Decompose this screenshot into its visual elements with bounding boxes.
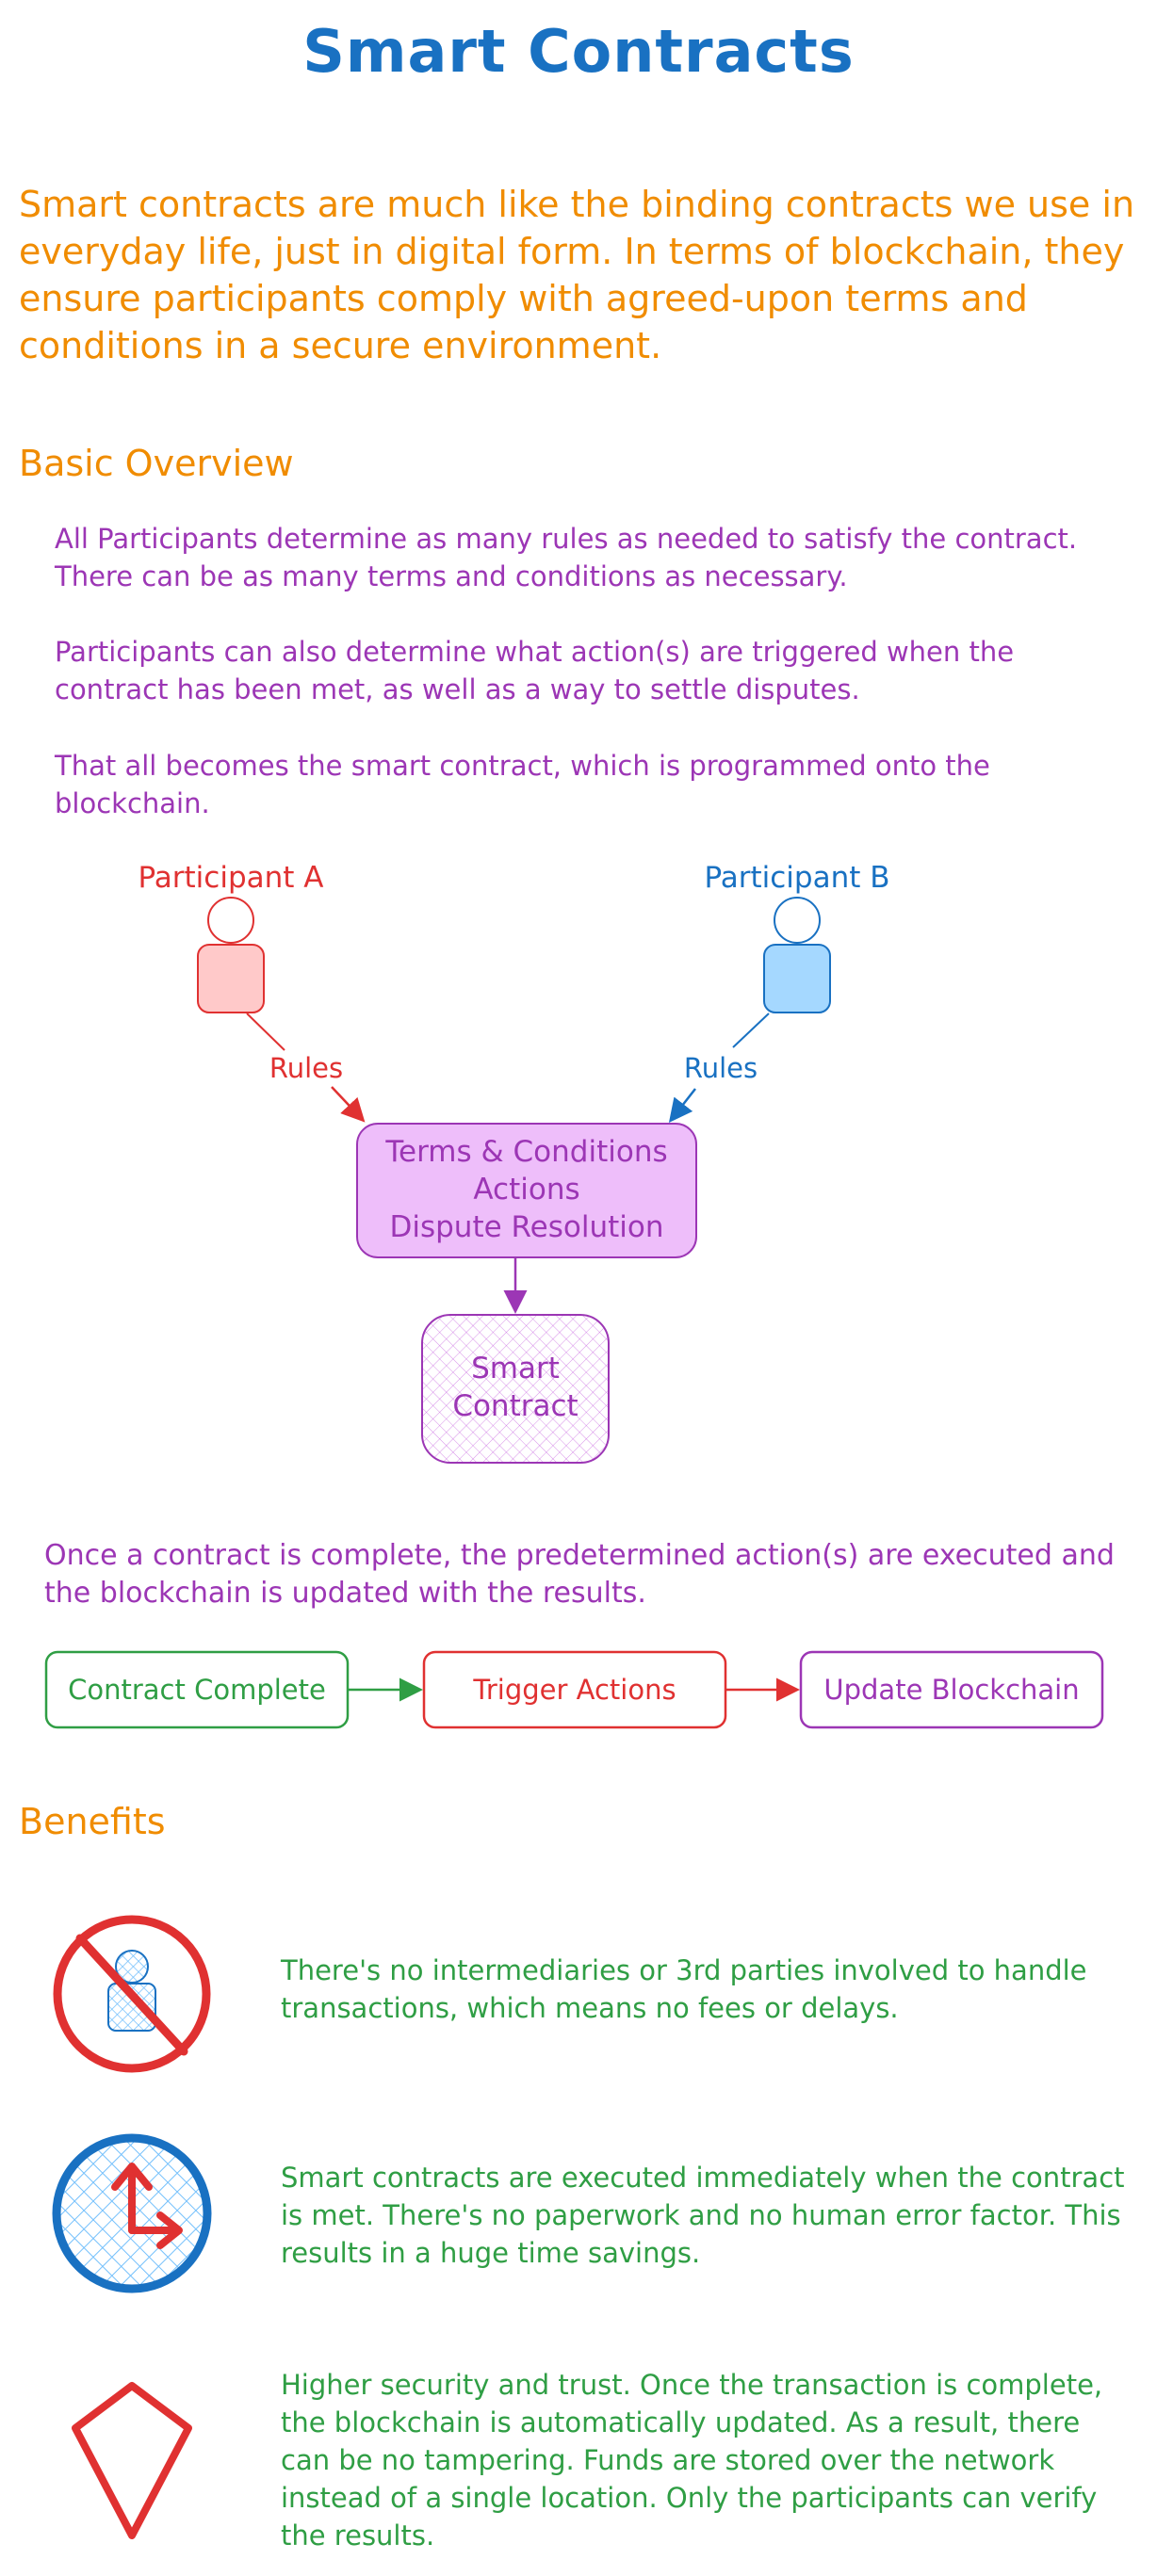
page-title: Smart Contracts — [302, 17, 855, 86]
overview-heading: Basic Overview — [19, 443, 294, 484]
rules-a-label: Rules — [269, 1052, 344, 1084]
flow-box-trigger-actions — [422, 1650, 727, 1729]
contract-line-2: Contract — [452, 1389, 578, 1423]
smart-contract-box — [421, 1314, 610, 1464]
speed-icon — [52, 2133, 212, 2293]
terms-line-3: Dispute Resolution — [389, 1210, 664, 1244]
intro-text: Smart contracts are much like the bindin… — [19, 184, 1135, 366]
rules-arrow-a — [246, 1013, 285, 1051]
participant-b-icon — [763, 897, 831, 1013]
benefits-heading: Benefits — [19, 1801, 166, 1842]
security-diamond-icon — [72, 2382, 192, 2539]
benefit-text-1: There's no intermediaries or 3rd parties… — [281, 1954, 1087, 2024]
overview-paragraph-2: Participants can also determine what act… — [55, 636, 1015, 705]
participant-a-label: Participant A — [138, 861, 324, 895]
participant-b-label: Participant B — [704, 861, 890, 895]
terms-box-text: Terms & Conditions Actions Dispute Resol… — [357, 1133, 696, 1246]
overview-paragraph-1: All Participants determine as many rules… — [55, 523, 1078, 592]
terms-line-2: Actions — [473, 1173, 580, 1207]
overview-paragraph-3: That all becomes the smart contract, whi… — [55, 750, 990, 819]
flow-step-3-label: Update Blockchain — [823, 1674, 1080, 1706]
flow-box-contract-complete — [44, 1650, 350, 1729]
benefit-text-3: Higher security and trust. Once the tran… — [281, 2369, 1103, 2552]
contract-line-1: Smart — [471, 1352, 560, 1385]
terms-line-1: Terms & Conditions — [385, 1135, 668, 1169]
flow-step-2-label: Trigger Actions — [473, 1674, 676, 1706]
rules-arrow-b-tip — [668, 1088, 696, 1123]
rules-arrow-a-tip — [331, 1086, 366, 1123]
terms-box — [356, 1123, 697, 1258]
smart-contract-box-text: Smart Contract — [422, 1350, 609, 1425]
no-intermediary-icon — [53, 1915, 211, 2073]
rules-arrow-b — [732, 1013, 770, 1048]
rules-b-label: Rules — [683, 1052, 758, 1084]
flow-box-update-blockchain — [799, 1650, 1104, 1729]
benefit-text-2: Smart contracts are executed immediately… — [281, 2162, 1125, 2269]
flow-step-1-label: Contract Complete — [68, 1674, 326, 1706]
participant-a-icon — [197, 897, 265, 1013]
execution-text: Once a contract is complete, the predete… — [44, 1539, 1115, 1610]
